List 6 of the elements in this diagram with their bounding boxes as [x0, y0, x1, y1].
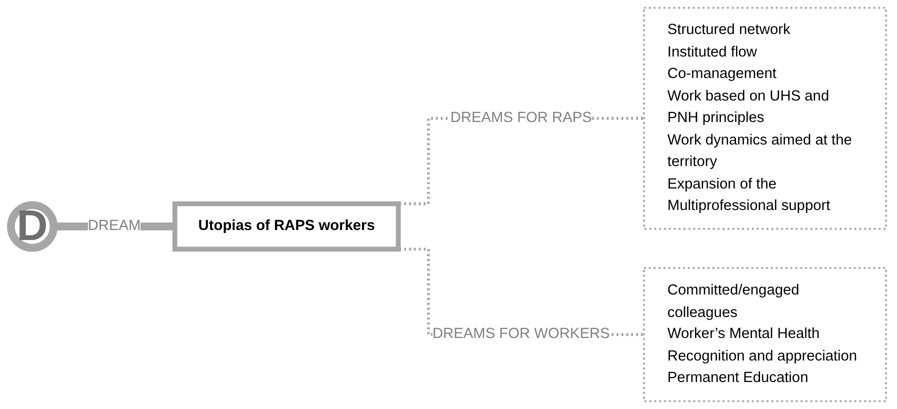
- node-circle: D: [7, 201, 58, 252]
- edge-label: DREAM: [88, 217, 141, 234]
- node-box: Committed/engaged colleagues Worker’s Mental Health Recognition and appreciation Permanent Education: [643, 266, 888, 402]
- edge-label: DREAMS FOR WORKERS: [432, 326, 610, 342]
- edge-label: DREAMS FOR RAPS: [450, 109, 592, 126]
- node-box: Utopias of RAPS workers: [172, 201, 401, 252]
